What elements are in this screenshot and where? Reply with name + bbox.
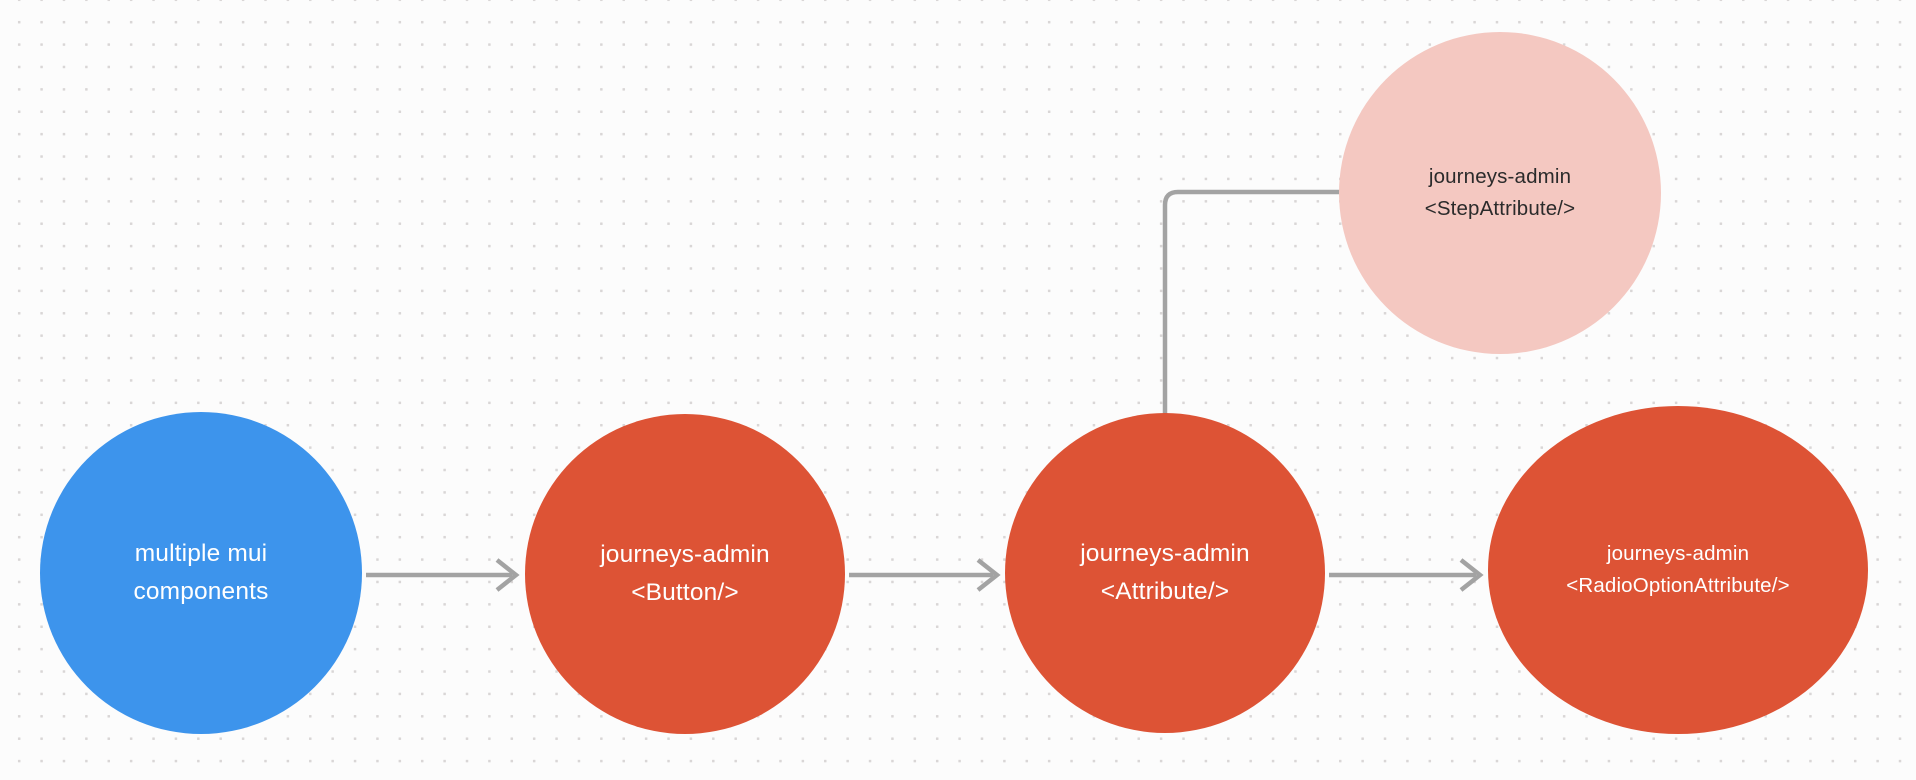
node-label-line-2: <Button/> (631, 579, 739, 606)
node-label-line-1: journeys-admin (1606, 542, 1750, 566)
node-label-line-2: <StepAttribute/> (1424, 197, 1576, 220)
node-label-wrap: multiple mui components (106, 535, 296, 611)
node-label-wrap: journeys-admin <Button/> (600, 536, 770, 612)
node-label-line-1: multiple mui (134, 540, 268, 568)
node-label-wrap: journeys-admin <StepAttribute/> (1425, 161, 1576, 225)
edge-attribute-to-radiooptionattribute (1329, 558, 1484, 592)
graph-node-journeys-admin-stepattribute[interactable]: journeys-admin <StepAttribute/> (1339, 32, 1661, 354)
node-label-line-1: journeys-admin (1080, 540, 1250, 568)
node-label-line-2: components (133, 578, 269, 605)
node-label-wrap: journeys-admin <Attribute/> (1080, 535, 1250, 611)
node-label-line-2: <RadioOptionAttribute/> (1566, 574, 1790, 597)
graph-node-journeys-admin-attribute[interactable]: journeys-admin <Attribute/> (1005, 413, 1325, 733)
edge-button-to-attribute (849, 558, 1001, 592)
node-label-line-1: journeys-admin (600, 541, 770, 569)
graph-node-journeys-admin-radiooptionattribute[interactable]: journeys-admin <RadioOptionAttribute/> (1488, 406, 1868, 734)
node-label-wrap: journeys-admin <RadioOptionAttribute/> (1566, 538, 1789, 602)
graph-node-journeys-admin-button[interactable]: journeys-admin <Button/> (525, 414, 845, 734)
graph-node-multiple-mui-components[interactable]: multiple mui components (40, 412, 362, 734)
node-label-line-2: <Attribute/> (1100, 578, 1230, 605)
node-label-line-1: journeys-admin (1428, 165, 1572, 189)
edge-mui-to-button (366, 558, 520, 592)
